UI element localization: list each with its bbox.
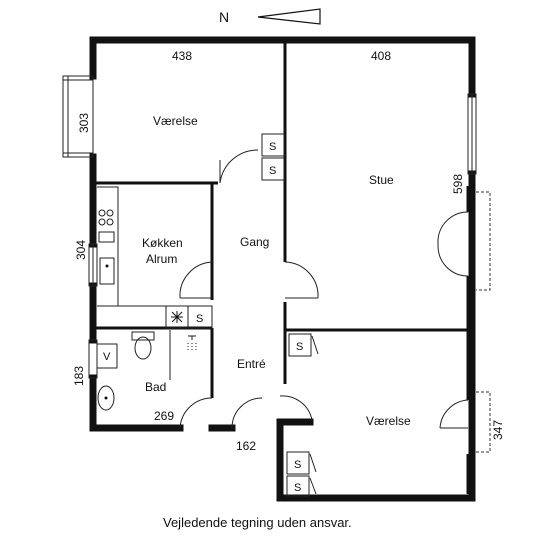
interior-walls xyxy=(93,40,470,494)
storage-label-bottom-2: S xyxy=(294,482,301,494)
storage-box-kitchen xyxy=(187,305,213,329)
shower-icon xyxy=(169,330,197,380)
window-left-mid xyxy=(88,243,98,287)
room-label-vaerelse-top: Værelse xyxy=(153,114,198,128)
door-stue-balcony xyxy=(437,211,469,277)
door-vaerelse-top xyxy=(219,149,259,184)
exterior-walls xyxy=(89,36,476,502)
dimension-entry-width: 162 xyxy=(236,439,256,453)
ventilation-label: V xyxy=(103,351,111,363)
room-label-stue: Stue xyxy=(369,173,394,187)
room-label-alrum: Alrum xyxy=(146,252,177,266)
dimension-bath-width: 269 xyxy=(154,409,174,423)
door-stue xyxy=(284,261,319,299)
window-left-top xyxy=(62,75,94,158)
room-label-kokken: Køkken xyxy=(142,236,183,250)
balcony-outline-stue xyxy=(476,191,491,291)
dimension-top-left: 438 xyxy=(172,49,192,63)
door-entry xyxy=(231,395,313,429)
window-left-bottom xyxy=(88,339,98,379)
toilet-icon xyxy=(131,331,155,360)
dimension-left-mid: 304 xyxy=(74,240,88,260)
north-label: N xyxy=(219,9,229,25)
dimension-left-top: 303 xyxy=(77,113,91,133)
storage-label-entry: S xyxy=(296,341,303,353)
ventilation-box xyxy=(96,343,118,369)
storage-label-top-1: S xyxy=(269,141,276,153)
dimension-left-bottom: 183 xyxy=(72,366,86,386)
snowflake-icon xyxy=(165,305,189,329)
storage-box-entry xyxy=(288,333,312,357)
storage-label-top-2: S xyxy=(269,165,276,177)
dimension-top-right: 408 xyxy=(371,49,391,63)
room-label-vaerelse-bottom: Værelse xyxy=(366,414,411,428)
sink-icon xyxy=(97,385,115,411)
storage-box-bottom-2 xyxy=(286,475,310,497)
door-kokken xyxy=(179,261,213,299)
storage-label-bottom-1: S xyxy=(294,459,301,471)
balcony-outline-vaerelse xyxy=(476,391,491,453)
storage-label-kitchen: S xyxy=(196,313,203,325)
storage-box-bottom-1 xyxy=(286,451,310,475)
north-arrow-icon xyxy=(257,8,321,25)
disclaimer-text: Vejledende tegning uden ansvar. xyxy=(163,515,352,530)
storage-box-top-2 xyxy=(261,157,285,181)
door-vaerelse-bottom xyxy=(439,399,469,429)
dimension-stue-height: 598 xyxy=(451,174,465,194)
room-label-gang: Gang xyxy=(240,235,269,249)
room-label-entre: Entré xyxy=(237,357,266,371)
door-bad xyxy=(179,397,213,429)
window-right xyxy=(467,93,477,175)
dimension-right-bottom: 347 xyxy=(491,420,505,440)
storage-box-top-1 xyxy=(261,133,285,157)
room-label-bad: Bad xyxy=(145,380,166,394)
